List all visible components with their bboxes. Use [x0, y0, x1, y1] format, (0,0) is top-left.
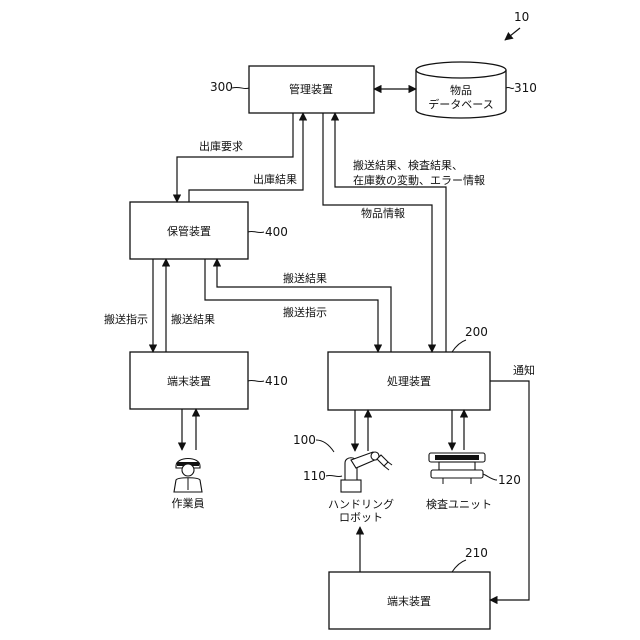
terminal-410-ref: 410: [265, 374, 288, 388]
inspection-unit-icon: [429, 453, 485, 484]
transport-instruction-left-label: 搬送指示: [104, 312, 148, 326]
worker-icon: [174, 459, 202, 493]
terminal-210-ref: 210: [465, 546, 488, 560]
results-label-line1: 搬送結果、検査結果、: [353, 158, 463, 172]
shipping-result-label: 出庫結果: [253, 172, 297, 186]
terminal-210-node: 端末装置 210: [329, 546, 490, 629]
database-label-line1: 物品: [450, 83, 472, 97]
processing-device-leader: [452, 340, 466, 352]
robot-arm-icon: [341, 452, 392, 492]
robot-group-leader: [316, 440, 334, 452]
terminal-410-leader: [248, 380, 264, 381]
inspection-unit-ref: 120: [498, 473, 521, 487]
article-database-node: 物品 データベース 310: [416, 62, 537, 118]
database-label-line2: データベース: [428, 97, 493, 111]
management-device-node: 管理装置 300: [210, 66, 374, 113]
terminal-210-leader: [452, 560, 466, 572]
management-device-leader: [232, 87, 249, 88]
figure-ref-label: 10: [514, 10, 529, 24]
shipping-request-label: 出庫要求: [199, 139, 243, 153]
inspection-unit-label: 検査ユニット: [426, 497, 492, 511]
notification-label: 通知: [513, 363, 535, 377]
processing-device-node: 処理装置 200: [328, 325, 490, 410]
robot-ref: 110: [303, 469, 326, 483]
inspection-unit-leader: [483, 474, 497, 480]
robot-group-ref: 100: [293, 433, 316, 447]
database-cylinder-top: [416, 62, 506, 78]
notification-arrow: [490, 381, 529, 600]
worker-label: 作業員: [172, 497, 205, 510]
processing-device-label: 処理装置: [387, 375, 431, 388]
results-label-line2: 在庫数の変動、エラー情報: [353, 173, 485, 187]
robot-label-line1: ハンドリング: [328, 497, 394, 511]
storage-device-ref: 400: [265, 225, 288, 239]
transport-result-left-label: 搬送結果: [171, 312, 215, 326]
storage-device-node: 保管装置 400: [130, 202, 288, 259]
transport-instruction-upper-label: 搬送指示: [283, 305, 327, 319]
figure-ref-arrow: [505, 28, 520, 40]
transport-result-upper-label: 搬送結果: [283, 271, 327, 285]
terminal-210-label: 端末装置: [387, 594, 431, 608]
robot-leader: [326, 475, 342, 476]
shipping-request-arrow: [177, 113, 293, 202]
robot-label-line2: ロボット: [339, 511, 383, 524]
management-device-label: 管理装置: [289, 82, 333, 96]
database-ref: 310: [514, 81, 537, 95]
storage-device-label: 保管装置: [167, 224, 211, 238]
storage-device-leader: [248, 231, 264, 232]
management-device-ref: 300: [210, 80, 233, 94]
terminal-410-node: 端末装置 410: [130, 352, 288, 409]
item-info-label: 物品情報: [361, 206, 405, 220]
terminal-410-label: 端末装置: [167, 374, 211, 388]
processing-device-ref: 200: [465, 325, 488, 339]
database-leader: [506, 87, 514, 88]
